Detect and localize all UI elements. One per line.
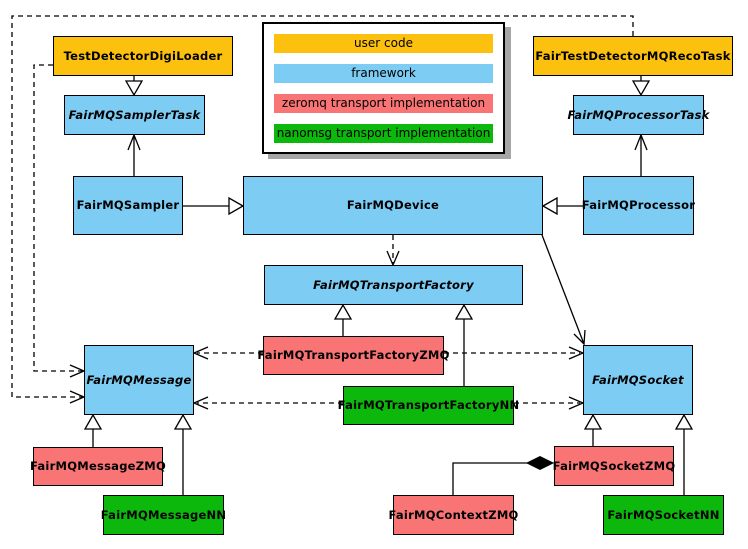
dependency-arrow-factoryzmq-socket	[444, 346, 585, 360]
legend-swatch-nanomsg: nanomsg transport implementation	[274, 123, 493, 143]
dependency-arrow-factorynn-socket	[514, 396, 585, 410]
node-fairmqdevice: FairMQDevice	[243, 176, 543, 235]
legend-swatch-zeromq: zeromq transport implementation	[274, 93, 493, 113]
inheritance-arrow-messagezmq-message	[83, 413, 103, 447]
inheritance-arrow-recotask-processortask	[631, 76, 651, 97]
legend-label-user-code: user code	[354, 36, 413, 50]
dependency-arrow-factorynn-message	[192, 396, 343, 410]
inheritance-arrow-digiloader-samplertask	[124, 76, 144, 97]
node-fairmqprocessor: FairMQProcessor	[582, 176, 695, 235]
dependency-arrow-device-transportfactory	[386, 235, 400, 267]
inheritance-arrow-socketzmq-socket	[583, 413, 603, 446]
node-fairmqtransportfactory: FairMQTransportFactory	[264, 265, 523, 305]
node-fairmqmessagenn: FairMQMessageNN	[101, 495, 226, 535]
node-fairmqcontextzmq: FairMQContextZMQ	[388, 495, 518, 535]
legend-box: user code framework zeromq transport imp…	[262, 22, 505, 154]
node-fairmqmessage: FairMQMessage	[84, 345, 194, 415]
node-fairmqsamplertask: FairMQSamplerTask	[64, 95, 205, 135]
inheritance-arrow-processor-processortask	[634, 133, 648, 176]
inheritance-arrow-messagenn-message	[173, 413, 193, 495]
node-fairmqmessagezmq: FairMQMessageZMQ	[30, 447, 166, 486]
inheritance-arrow-sampler-samplertask	[127, 133, 141, 176]
composition-diamond-context-socketzmq	[452, 455, 555, 495]
legend-label-zeromq: zeromq transport implementation	[281, 96, 486, 110]
node-fairtestdetectormqrecotask: FairTestDetectorMQRecoTask	[533, 36, 733, 76]
node-fairmqsocketzmq: FairMQSocketZMQ	[553, 446, 675, 486]
inheritance-arrow-processor-device	[541, 196, 583, 216]
dependency-arrow-factoryzmq-message	[192, 346, 263, 360]
inheritance-arrow-socketnn-socket	[674, 413, 694, 495]
node-fairmqsampler: FairMQSampler	[73, 176, 183, 235]
inheritance-arrow-factoryzmq-factory	[333, 303, 353, 336]
node-fairmqsocketnn: FairMQSocketNN	[603, 495, 724, 535]
inheritance-arrow-factorynn-factory	[454, 303, 474, 386]
node-fairmqsocket: FairMQSocket	[583, 345, 693, 415]
legend-label-nanomsg: nanomsg transport implementation	[276, 126, 491, 140]
legend-label-framework: framework	[351, 66, 416, 80]
association-arrow-device-socket	[541, 234, 586, 346]
node-fairmqprocessortask: FairMQProcessorTask	[567, 95, 709, 135]
inheritance-arrow-sampler-device	[183, 196, 245, 216]
node-fairmqtransportfactorynn: FairMQTransportFactoryNN	[338, 386, 519, 425]
legend-swatch-framework: framework	[274, 63, 493, 83]
legend-swatch-user-code: user code	[274, 33, 493, 53]
node-testdetectordigiloader: TestDetectorDigiLoader	[53, 36, 233, 76]
node-fairmqtransportfactoryzmq: FairMQTransportFactoryZMQ	[257, 336, 449, 375]
